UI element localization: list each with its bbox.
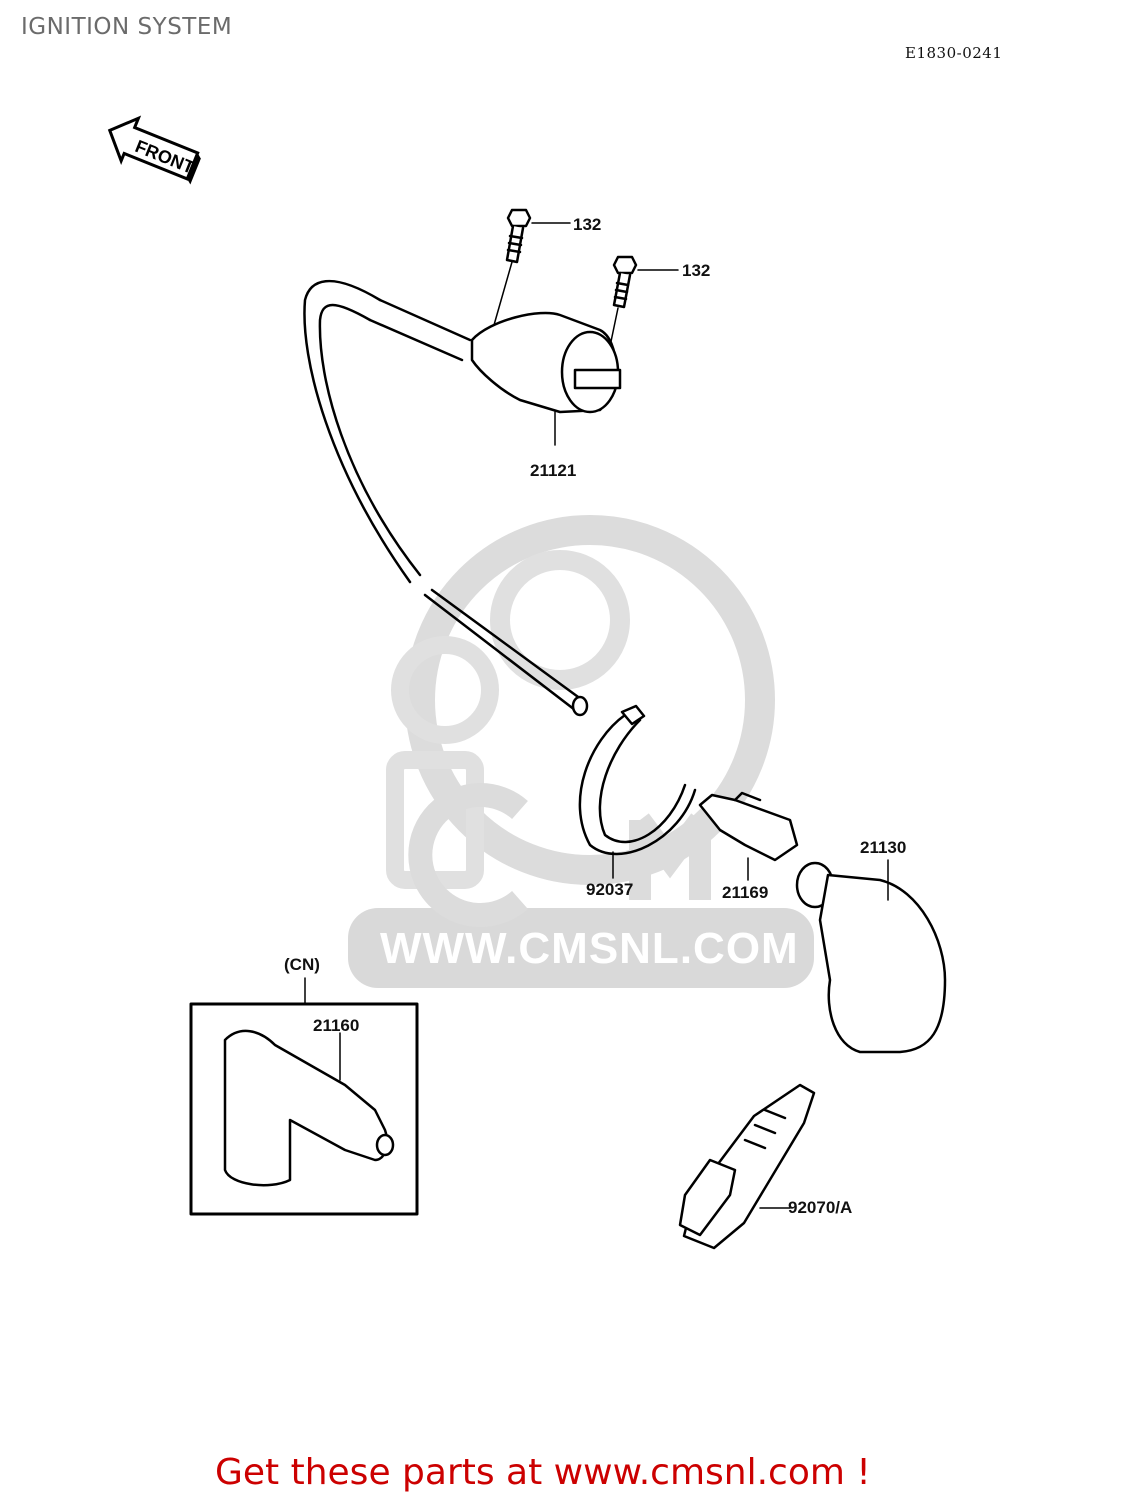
footer-cta-link[interactable]: Get these parts at www.cmsnl.com !	[215, 1452, 871, 1493]
part-label-92070A[interactable]: 92070/A	[788, 1198, 853, 1217]
bolt-132b[interactable]	[603, 255, 679, 376]
inset-label-cn: (CN)	[284, 955, 320, 974]
diagram-code: E1830-0241	[905, 44, 1003, 62]
spark-plug-92070A[interactable]	[678, 1083, 816, 1250]
watermark-text: WWW.CMSNL.COM	[380, 924, 799, 973]
part-label-92037[interactable]: 92037	[586, 880, 634, 899]
inset-cn-box	[189, 977, 419, 1216]
page-title: IGNITION SYSTEM	[21, 14, 233, 40]
ignition-coil-21121[interactable]	[303, 279, 622, 717]
plug-cap-21130[interactable]	[795, 859, 947, 1054]
bolt-132a[interactable]	[491, 208, 571, 333]
part-label-21169[interactable]: 21169	[722, 883, 769, 902]
part-label-21121[interactable]: 21121	[530, 461, 577, 480]
part-label-21130[interactable]: 21130	[860, 838, 907, 857]
plug-cap-21160[interactable]	[223, 1029, 395, 1187]
front-arrow-icon: FRONT	[107, 115, 201, 185]
part-label-21160[interactable]: 21160	[313, 1016, 360, 1035]
clamp-92037[interactable]	[578, 704, 697, 879]
terminal-21169[interactable]	[698, 791, 799, 881]
watermark-logo	[348, 515, 814, 988]
part-label-132b[interactable]: 132	[682, 261, 711, 280]
part-label-132a[interactable]: 132	[573, 215, 602, 234]
